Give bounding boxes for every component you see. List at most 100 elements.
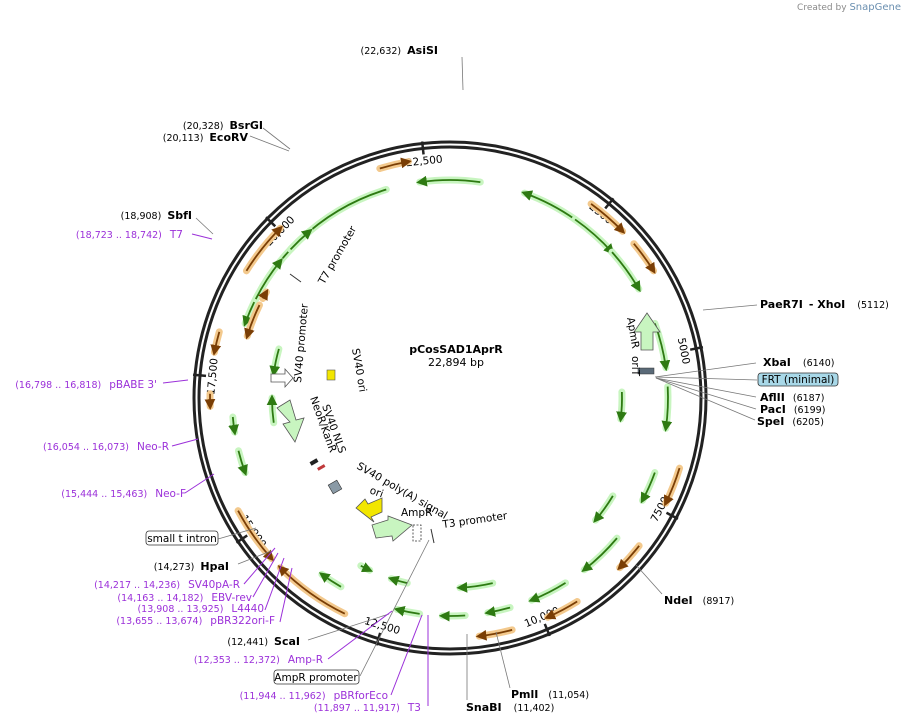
label-orit: oriT [629, 356, 641, 377]
cds-arc-halo [521, 189, 579, 223]
site-paer7i-xhoi: PaeR7I- XhoI(5112) [760, 298, 889, 311]
orange-arc [590, 203, 626, 234]
cds-arc [528, 582, 566, 603]
cds-arc-halo [241, 186, 390, 327]
snapgene-logo-text: SnapGene [849, 2, 901, 13]
orit-marker [637, 367, 655, 375]
snapgene-credit: Created by SnapGene [797, 2, 901, 13]
tick-mark [604, 197, 615, 210]
cds-arc [661, 386, 673, 432]
tick-mark [665, 511, 679, 520]
cds-arc [438, 610, 466, 622]
tick-label: 17,500 [205, 358, 220, 396]
cds-arc [266, 394, 278, 423]
orange-arc [475, 628, 513, 641]
ampr-arrow [371, 515, 413, 542]
cds-arc [593, 495, 614, 523]
cds-arc [318, 572, 342, 588]
orange-arc-halo [234, 507, 276, 563]
cds-arc [611, 251, 641, 293]
feature-arcs [204, 157, 684, 641]
site-ndei: NdeI(8917) [664, 594, 734, 607]
primer-neo-r: (16,054 .. 16,073)Neo-R [43, 441, 169, 453]
cds-arc [393, 606, 420, 617]
tick-mark [420, 141, 425, 155]
site-pmli: PmlI(11,054) [511, 688, 589, 701]
primer-pbabe-3: (16,798 .. 16,818)pBABE 3' [15, 379, 157, 391]
cds-arc [416, 175, 481, 187]
orange-arc [245, 225, 283, 272]
tick-label: 22,500 [405, 153, 443, 169]
cds-arc [581, 537, 618, 573]
orange-arc [379, 157, 412, 170]
cds-arc [616, 391, 627, 423]
site-bsrgi: (20,328)BsrGI [183, 119, 263, 132]
label-sv40-ori: SV40 ori [349, 347, 368, 393]
plasmid-name: pCosSAD1AprR [409, 343, 503, 356]
frt-minimal-box [757, 372, 839, 387]
cds-arc [360, 562, 373, 573]
cds-arc [254, 258, 283, 300]
tick-mark [543, 623, 551, 637]
label-t3-promoter: T3 promoter [441, 510, 509, 531]
site-hpai: (14,273)HpaI [154, 560, 229, 573]
backbone-inner [197, 145, 703, 651]
neor-kanr-arrow [276, 399, 305, 443]
primer-leader-lines [162, 233, 429, 706]
neor-small-marker [317, 464, 326, 471]
sv40-polya-marker [327, 479, 343, 495]
apmr-arrow [633, 312, 661, 351]
orange-arc [277, 565, 346, 615]
primer-pbr322ori-f: (13,655 .. 13,674)pBR322ori-F [116, 615, 275, 627]
cds-arc [654, 323, 671, 372]
tick-mark [192, 373, 207, 378]
orange-arc [633, 243, 656, 274]
ampr-promoter-box [273, 669, 360, 685]
primer-neo-f: (15,444 .. 15,463)Neo-F [61, 488, 186, 500]
orange-arc [664, 467, 681, 507]
primer-pbrforeco: (11,944 .. 11,962)pBRforEco [240, 690, 388, 702]
site-aflii: AflII(6187) [760, 391, 824, 404]
site-xbai: XbaI(6140) [763, 356, 834, 369]
primer-l4440: (13,908 .. 13,925)L4440 [137, 603, 264, 615]
tick-mark [265, 216, 277, 228]
cds-arc [484, 606, 511, 617]
cds-arc [456, 581, 493, 593]
cds-arc [269, 348, 281, 377]
site-spei: SpeI(6205) [757, 415, 824, 428]
primer-t3: (11,897 .. 11,917)T3 [314, 702, 421, 714]
label-frt-minimal: FRT (minimal) [762, 374, 835, 386]
tick-label: 5000 [675, 337, 692, 366]
label-t7-promoter: T7 promoter [316, 223, 360, 287]
sv40-promoter-arrow [270, 367, 294, 389]
sv40-nls-marker [309, 458, 319, 466]
orange-arc [544, 600, 578, 620]
tick-mark [235, 534, 248, 544]
orange-arc [244, 304, 261, 340]
label-ampr: AmpR [401, 507, 432, 519]
credit-prefix: Created by [797, 3, 847, 13]
tick-mark [689, 345, 704, 351]
orange-arc [237, 510, 275, 562]
label-ori: ori [368, 485, 385, 501]
t3-promoter-mark [430, 528, 435, 544]
site-asisi: (22,632)AsiSI [360, 44, 438, 57]
primer-ebv-rev: (14,163 .. 14,182)EBV-rev [117, 592, 252, 604]
backbone-outer [192, 140, 708, 656]
site-ecorv: (20,113)EcoRV [163, 131, 249, 144]
orange-arc [210, 331, 222, 356]
primer-t7: (18,723 .. 18,742)T7 [76, 229, 183, 241]
site-snabi: SnaBI(11,402) [466, 701, 554, 714]
site-scai: (12,441)ScaI [227, 635, 300, 648]
cds-arc [289, 228, 313, 250]
sv40-ori-marker [326, 369, 336, 381]
ori-arrow [355, 497, 383, 523]
cds-arc [228, 416, 239, 436]
label-sv40-promoter: SV40 promoter [292, 303, 311, 384]
primer-amp-r: (12,353 .. 12,372)Amp-R [194, 654, 323, 666]
cds-arc [237, 450, 248, 476]
label-small-t-intron: small t intron [147, 533, 217, 545]
plasmid-size: 22,894 bp [428, 356, 484, 369]
cds-arc [640, 472, 656, 504]
